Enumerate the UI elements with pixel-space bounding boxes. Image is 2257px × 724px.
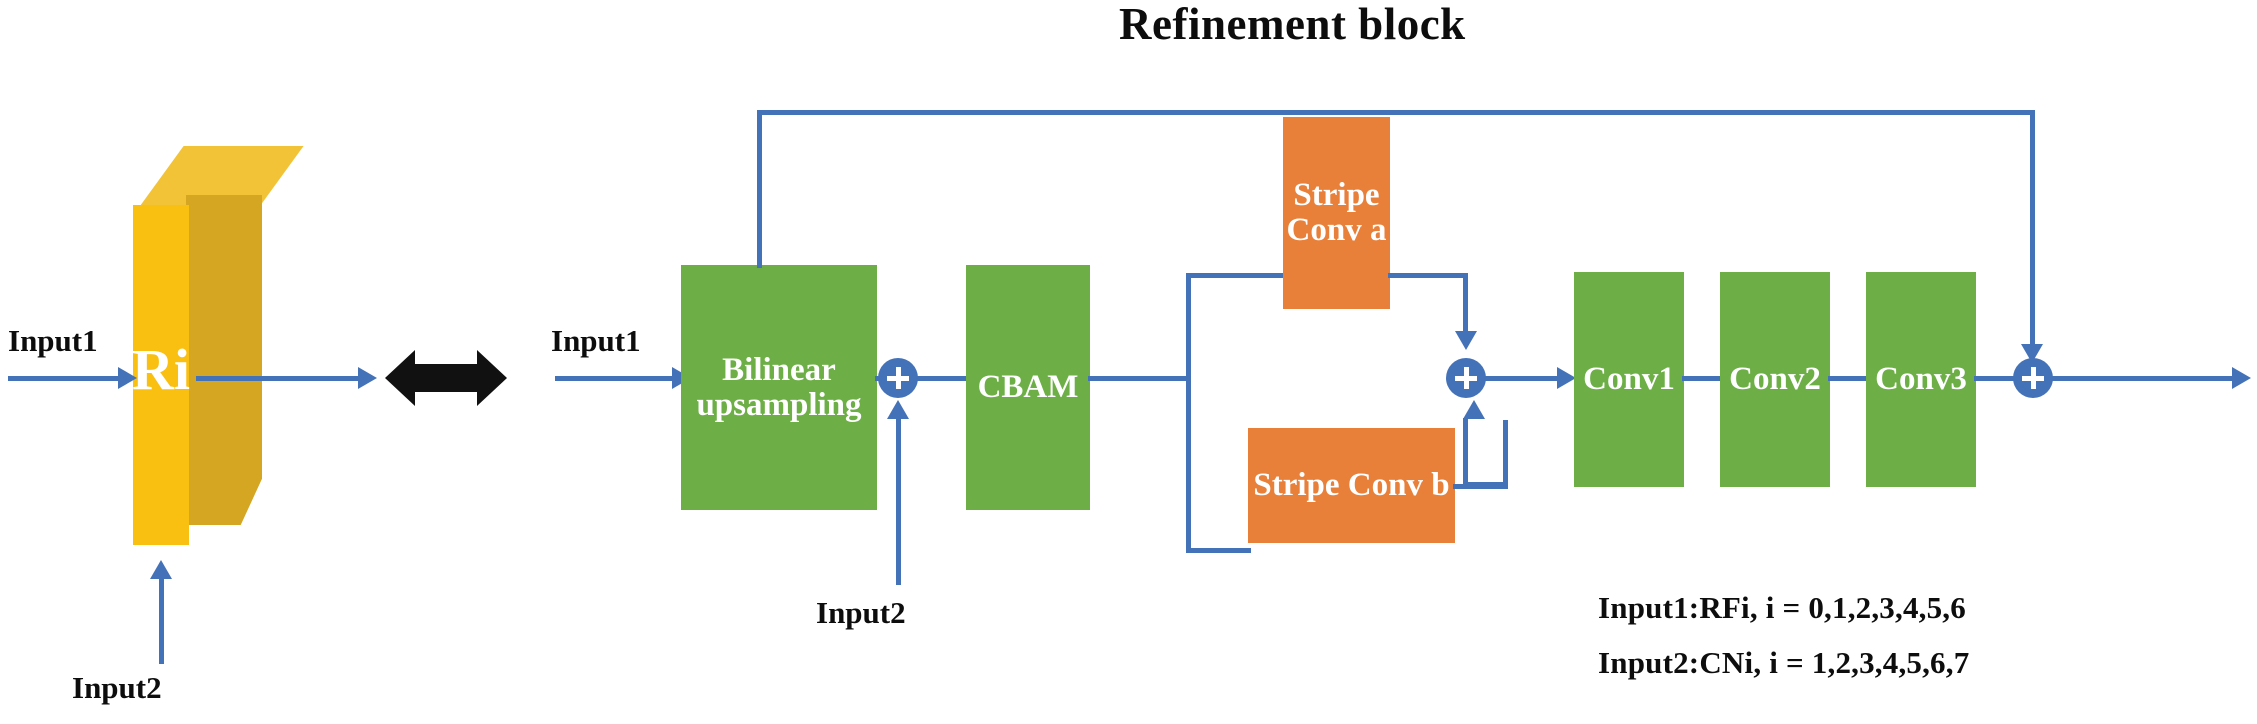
- left-output-arrowhead: [358, 367, 377, 389]
- slab-label-ri: Ri: [132, 337, 190, 402]
- double-headed-arrow-icon: [385, 350, 507, 406]
- stripe-a-to-add2-line: [1388, 273, 1466, 278]
- split-vertical-line: [1186, 273, 1191, 553]
- block-stripe-conv-a[interactable]: Stripe Conv a: [1283, 117, 1390, 309]
- stripe-b-join-line: [1463, 482, 1508, 487]
- cbam-to-split-line: [1088, 376, 1190, 381]
- conv2-to-conv3-line: [1828, 376, 1868, 381]
- stripe-a-drop-line: [1463, 273, 1468, 335]
- stripe-b-riser-line: [1503, 420, 1508, 486]
- add-operator-2[interactable]: [1446, 358, 1486, 398]
- slab-side-face: [186, 195, 262, 525]
- right-input2-line: [896, 418, 901, 585]
- stripe-a-arrowhead: [1455, 331, 1477, 350]
- right-input1-line: [555, 376, 679, 381]
- block-cbam[interactable]: CBAM: [966, 265, 1090, 510]
- stripe-b-arrowhead: [1463, 400, 1485, 419]
- block-conv2[interactable]: Conv2: [1720, 272, 1830, 487]
- left-input1-label: Input1: [8, 323, 98, 358]
- left-output-line: [196, 376, 372, 381]
- add-operator-1[interactable]: [878, 358, 918, 398]
- split-to-stripe-a-line: [1186, 273, 1287, 278]
- left-input2-label: Input2: [72, 670, 162, 705]
- left-input2-arrowhead: [150, 560, 172, 579]
- right-input2-arrowhead: [887, 400, 909, 419]
- block-bilinear-upsampling[interactable]: Bilinear upsampling: [681, 265, 877, 510]
- left-input1-line: [8, 376, 120, 381]
- add1-to-cbam-line: [916, 376, 968, 381]
- double-arrow-shaft: [411, 364, 481, 392]
- split-to-stripe-b-line: [1186, 548, 1251, 553]
- right-input1-label: Input1: [551, 323, 641, 358]
- double-arrow-right-head: [477, 350, 507, 406]
- stripe-b-up-line: [1463, 418, 1468, 484]
- skip-connection-right-drop: [2030, 112, 2035, 348]
- output-line: [2051, 376, 2236, 381]
- block-conv3[interactable]: Conv3: [1866, 272, 1976, 487]
- output-arrowhead: [2232, 367, 2251, 389]
- legend-line-2: Input2:CNi, i = 1,2,3,4,5,6,7: [1598, 645, 1970, 680]
- block-conv1[interactable]: Conv1: [1574, 272, 1684, 487]
- left-input2-line: [159, 578, 164, 664]
- conv1-to-conv2-line: [1682, 376, 1722, 381]
- add2-to-conv1-arrowhead: [1557, 367, 1576, 389]
- skip-connection-left-riser: [757, 112, 762, 268]
- skip-connection-top-line: [757, 110, 2035, 115]
- legend-line-1: Input1:RFi, i = 0,1,2,3,4,5,6: [1598, 590, 1966, 625]
- add2-to-conv1-line: [1485, 376, 1562, 381]
- double-arrow-left-head: [385, 350, 415, 406]
- add-operator-3[interactable]: [2013, 358, 2053, 398]
- page-title: Refinement block: [1119, 0, 1466, 49]
- slab-front-face: [133, 205, 189, 545]
- block-stripe-conv-b[interactable]: Stripe Conv b: [1248, 428, 1455, 543]
- right-input2-label: Input2: [816, 595, 906, 630]
- left-input1-arrowhead: [118, 367, 137, 389]
- conv3-to-add3-line: [1974, 376, 2014, 381]
